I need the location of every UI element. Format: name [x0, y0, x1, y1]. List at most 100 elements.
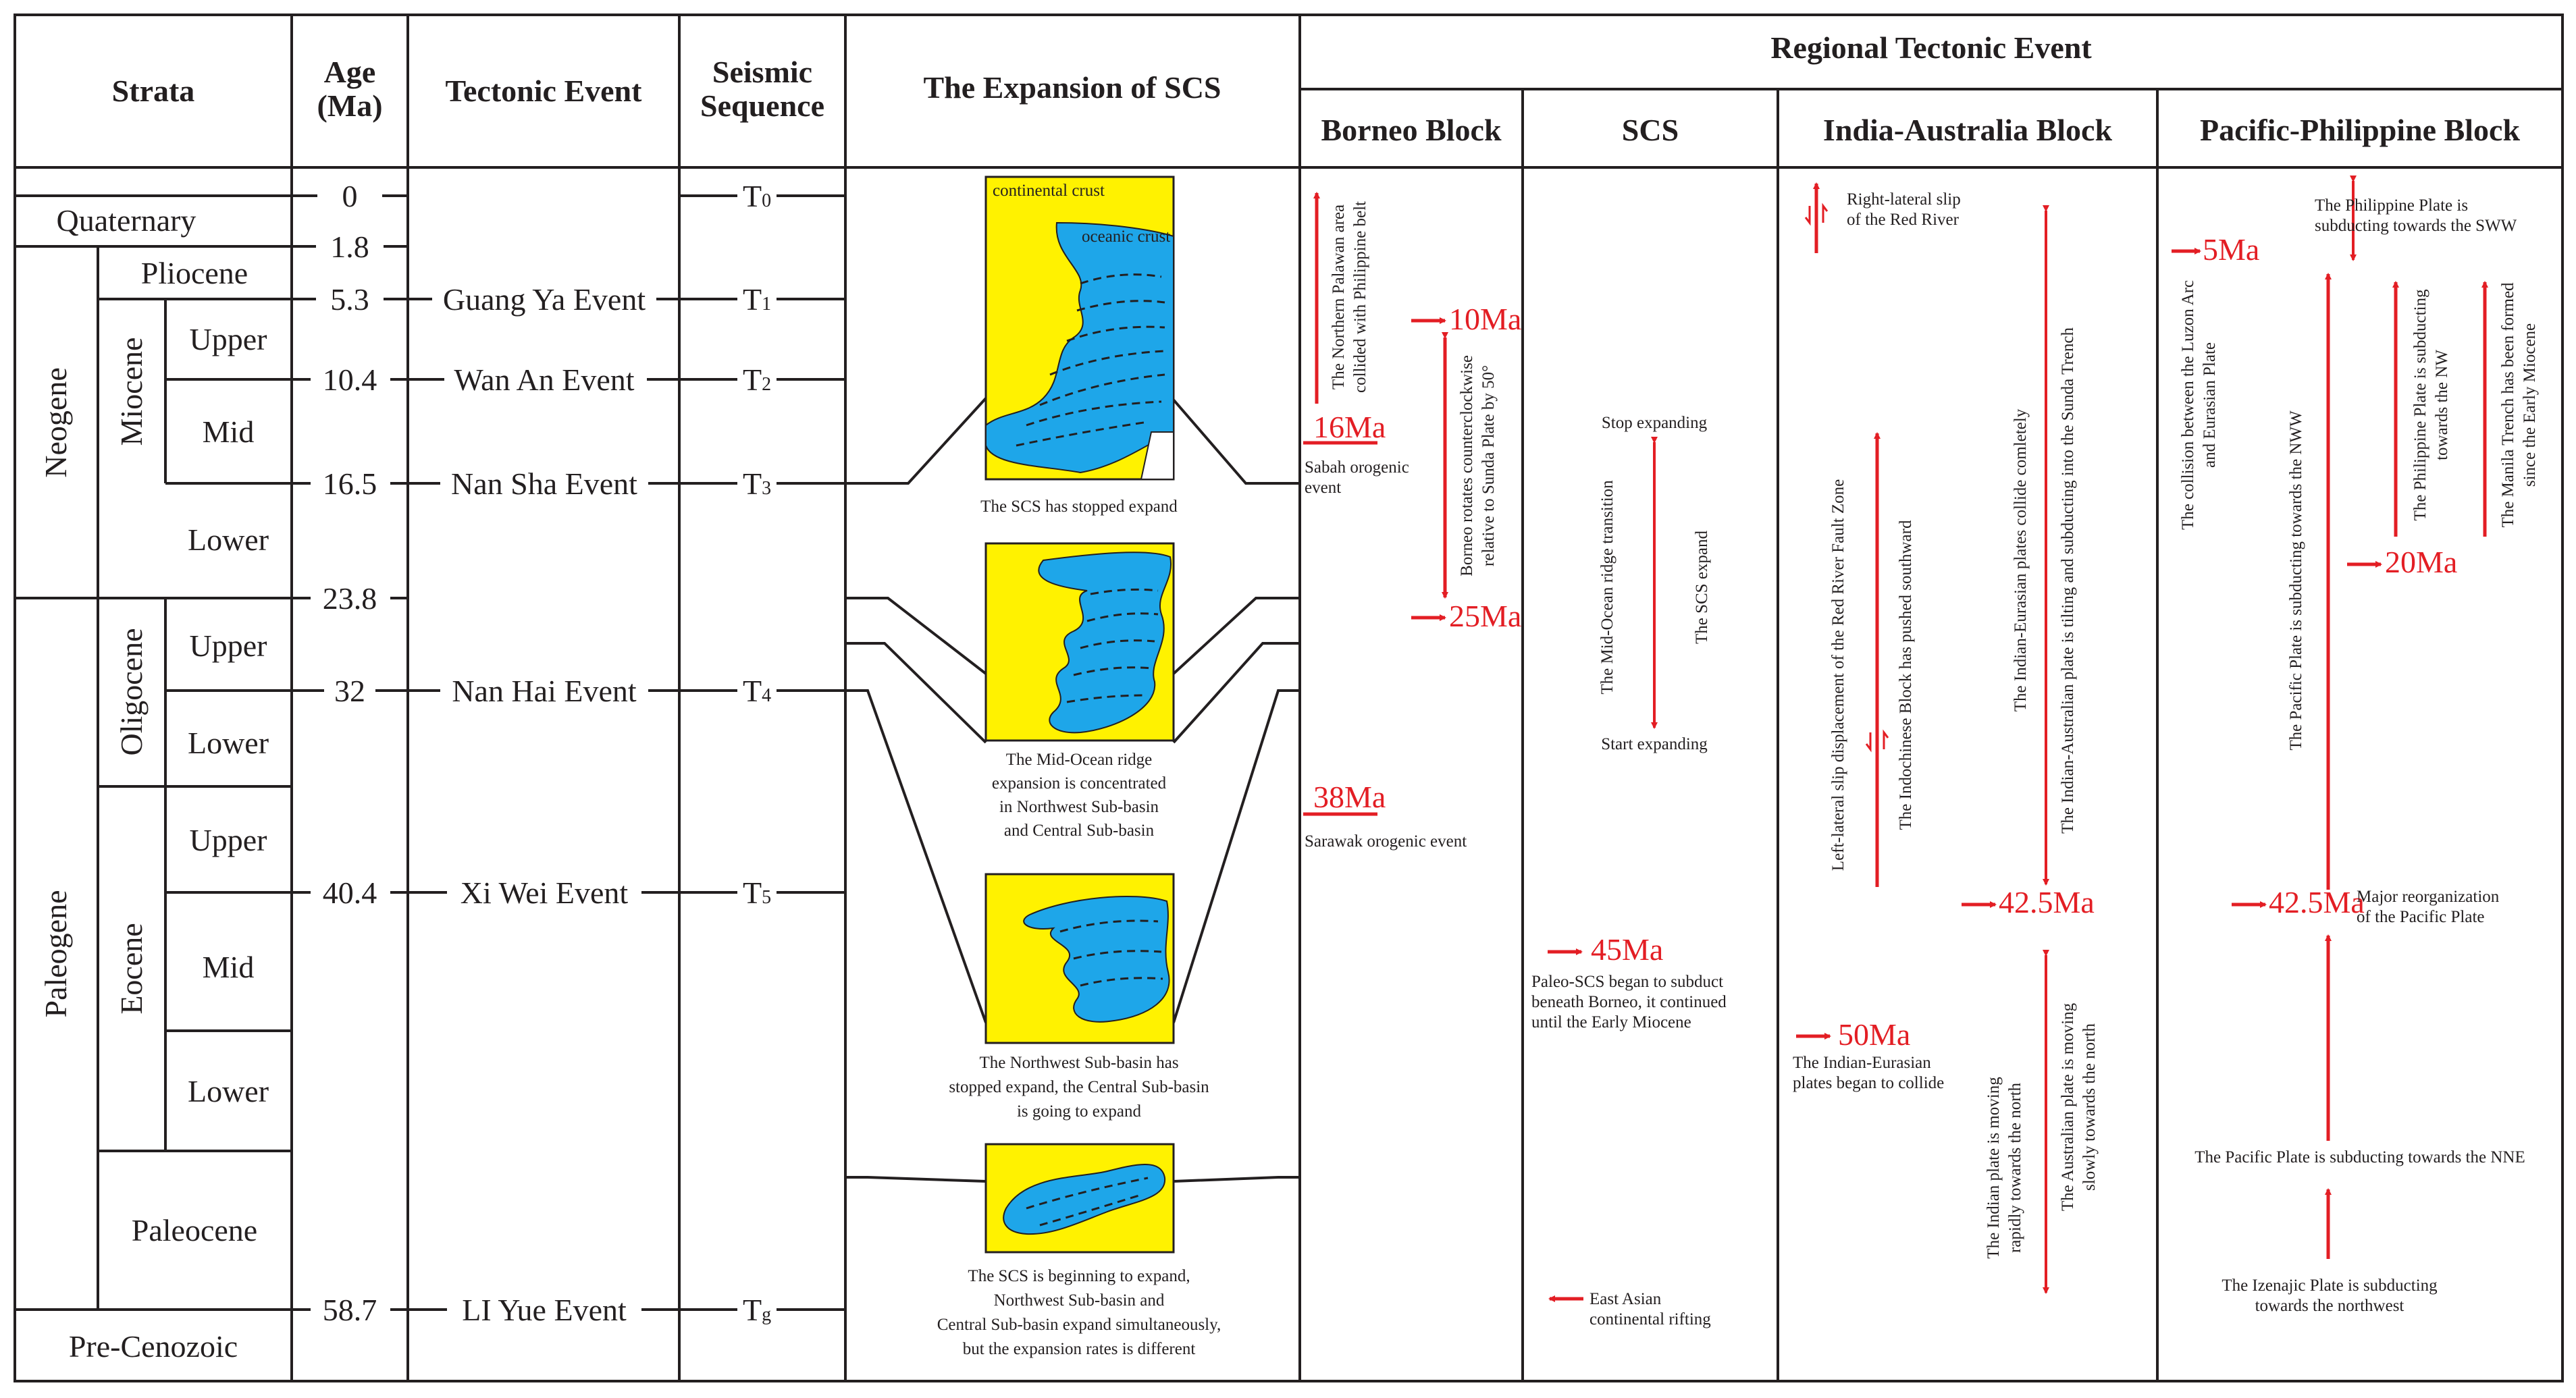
oligocene-upper: Upper	[190, 628, 267, 663]
scs-45ma: 45Ma	[1591, 932, 1663, 967]
india-indian-moving-1: The Indian plate is moving	[1984, 1077, 2003, 1259]
india-aus-moving-2: slowly towards the north	[2080, 1023, 2099, 1191]
india-collide-full: The Indian-Eurasian plates collide comle…	[2012, 408, 2030, 711]
header-pacific: Pacific-Philippine Block	[2200, 113, 2520, 147]
seismic-t5: T5	[743, 876, 771, 910]
strata-quaternary: Quaternary	[57, 203, 196, 238]
strata-pre-cenozoic: Pre-Cenozoic	[69, 1329, 238, 1364]
expansion-caption-2d: and Central Sub-basin	[1004, 822, 1155, 840]
pacific-philippine-column: The Philippine Plate is subducting towar…	[2172, 176, 2539, 1315]
expansion-column: continental crust oceanic crust The SCS …	[845, 176, 1300, 1358]
scs-stop: Stop expanding	[1602, 414, 1708, 432]
strata-oligocene: Oligocene	[114, 628, 149, 755]
age-1-8: 1.8	[330, 230, 369, 264]
scs-column: Stop expanding The Mid-Ocean ridge trans…	[1531, 414, 1727, 1328]
expansion-caption-4c: Central Sub-basin expand simultaneously,	[937, 1316, 1221, 1334]
header-sequence: Sequence	[700, 88, 824, 123]
borneo-block-column: The Northern Palawan area collided with …	[1303, 192, 1521, 851]
india-50ma: 50Ma	[1838, 1017, 1910, 1052]
seismic-t3: T3	[743, 466, 771, 501]
table-grid	[14, 14, 2564, 1382]
pacific-reorg-1: Major reorganization	[2357, 888, 2500, 906]
strata-paleogene: Paleogene	[38, 890, 73, 1017]
pacific-phil-sww-1: The Philippine Plate is	[2315, 196, 2468, 215]
india-indian-moving-2: rapidly towards the north	[2006, 1082, 2024, 1253]
seismic-t2: T2	[743, 362, 771, 397]
india-aus-moving-1: The Australian plate is moving	[2059, 1002, 2077, 1211]
seismic-t4: T4	[743, 674, 771, 708]
expansion-caption-3a: The Northwest Sub-basin has	[979, 1054, 1178, 1072]
header-scs: SCS	[1622, 113, 1679, 147]
india-began-2: plates began to collide	[1793, 1074, 1944, 1092]
borneo-16ma: 16Ma	[1313, 410, 1386, 444]
seismic-tg: Tg	[743, 1293, 771, 1327]
scs-paleo-2: beneath Borneo, it continued	[1531, 993, 1727, 1011]
pacific-reorg-2: of the Pacific Plate	[2357, 908, 2485, 926]
strata-eocene: Eocene	[114, 923, 149, 1014]
expansion-caption-1: The SCS has stopped expand	[980, 498, 1178, 516]
pacific-nww: The Pacific Plate is subducting towards …	[2287, 410, 2305, 751]
continental-crust-label: continental crust	[993, 182, 1105, 200]
age-10-4: 10.4	[323, 362, 377, 397]
borneo-25ma: 25Ma	[1449, 599, 1521, 633]
strata-neogene: Neogene	[38, 367, 73, 477]
scs-expand: The SCS expand	[1693, 530, 1711, 644]
india-tilting: The Indian-Australian plate is tilting a…	[2059, 327, 2077, 834]
borneo-palawan-1: The Northern Palawan area	[1330, 205, 1348, 389]
expansion-panel-4	[984, 1143, 1175, 1254]
miocene-upper: Upper	[190, 322, 267, 356]
pacific-izenajic-2: towards the northwest	[2255, 1297, 2404, 1315]
strata-column: Quaternary Neogene Paleogene Pliocene Mi…	[38, 203, 269, 1364]
header-seismic: Seismic	[712, 55, 812, 89]
borneo-10ma: 10Ma	[1449, 302, 1521, 336]
borneo-rotate-2: relative to Sunda Plate by 50°	[1479, 365, 1498, 566]
miocene-mid: Mid	[203, 414, 255, 449]
age-58-7: 58.7	[323, 1293, 377, 1327]
pacific-phil-sww-2: subducting towards the SWW	[2315, 217, 2517, 235]
expansion-caption-4b: Northwest Sub-basin and	[994, 1291, 1165, 1310]
miocene-lower: Lower	[188, 522, 269, 557]
event-li-yue: LI Yue Event	[462, 1293, 627, 1327]
scs-paleo-1: Paleo-SCS began to subduct	[1531, 973, 1723, 991]
india-australia-column: Right-lateral slip of the Red River Left…	[1793, 182, 2099, 1294]
strata-paleocene: Paleocene	[132, 1213, 257, 1247]
strata-miocene: Miocene	[114, 338, 149, 446]
borneo-38ma: 38Ma	[1313, 780, 1386, 814]
scs-paleo-3: until the Early Miocene	[1531, 1013, 1691, 1031]
eocene-lower: Lower	[188, 1074, 269, 1108]
eocene-upper: Upper	[190, 823, 267, 857]
header-age: Age	[324, 55, 376, 89]
expansion-caption-3c: is going to expand	[1017, 1102, 1142, 1121]
seismic-t0: T0	[743, 179, 771, 213]
age-23-8: 23.8	[323, 581, 377, 616]
age-5-3: 5.3	[330, 282, 369, 317]
scs-rift-1: East Asian	[1589, 1290, 1662, 1308]
expansion-caption-2b: expansion is concentrated	[992, 774, 1167, 792]
header-age-unit: (Ma)	[317, 88, 382, 123]
expansion-caption-4a: The SCS is beginning to expand,	[968, 1267, 1190, 1285]
scs-transition: The Mid-Ocean ridge transition	[1598, 480, 1616, 695]
expansion-caption-2a: The Mid-Ocean ridge	[1006, 751, 1153, 769]
header-india: India-Australia Block	[1823, 113, 2113, 147]
pacific-5ma: 5Ma	[2203, 232, 2259, 267]
pacific-luzon-1: The collision between the Luzon Arc	[2179, 280, 2197, 530]
age-column: 0 1.8 5.3 10.4 16.5 23.8 32 40.4 58.7	[292, 179, 408, 1327]
header-expansion: The Expansion of SCS	[924, 70, 1221, 105]
pacific-42-5ma: 42.5Ma	[2269, 885, 2365, 919]
pacific-manila-2: since the Early Miocene	[2521, 323, 2539, 487]
header-strata: Strata	[112, 74, 195, 108]
pacific-phil-nw-2: towards the NW	[2433, 350, 2451, 460]
borneo-palawan-2: collided with Philippine belt	[1351, 201, 1369, 393]
strata-pliocene: Pliocene	[141, 256, 248, 290]
pacific-20ma: 20Ma	[2385, 545, 2457, 579]
age-0: 0	[342, 179, 358, 213]
column-headers: Strata Age (Ma) Tectonic Event Seismic S…	[112, 30, 2521, 147]
expansion-panel-1: continental crust oceanic crust	[984, 176, 1175, 481]
header-borneo: Borneo Block	[1321, 113, 1501, 147]
age-32: 32	[334, 674, 365, 708]
pacific-nne: The Pacific Plate is subducting towards …	[2194, 1148, 2525, 1166]
event-nan-hai: Nan Hai Event	[452, 674, 637, 708]
oligocene-lower: Lower	[188, 726, 269, 760]
